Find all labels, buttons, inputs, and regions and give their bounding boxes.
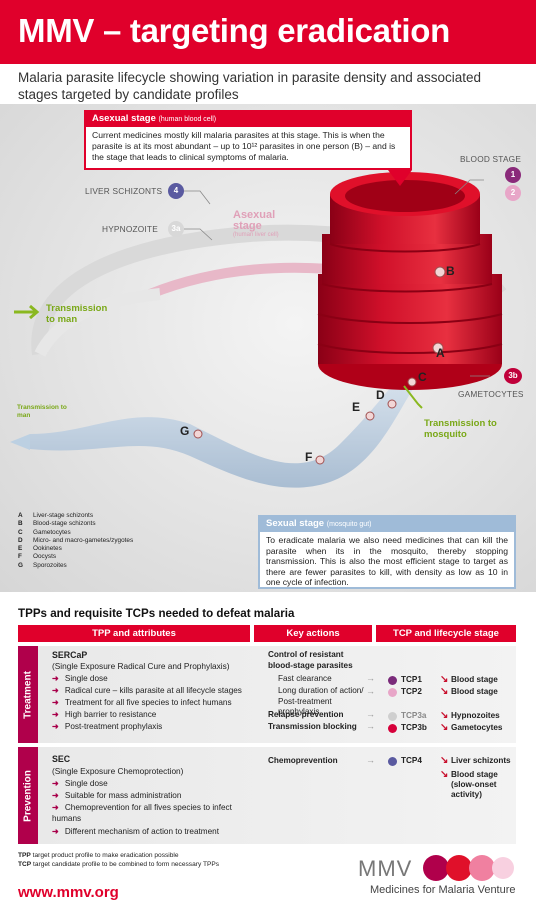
red-arrow-icon: ↘	[440, 710, 449, 721]
sec-name: SEC	[52, 754, 71, 764]
header-tpp: TPP and attributes	[18, 625, 250, 642]
control-resistant-action: Control of resistant blood-stage parasit…	[268, 650, 353, 670]
prevention-row	[38, 747, 516, 844]
red-arrow-icon: ↘	[440, 674, 449, 685]
relapse-prevention-action: Relapse prevention	[268, 710, 344, 719]
sec-bullet: ➜Suitable for mass administration	[52, 791, 182, 800]
blood-stage-label: BLOOD STAGE	[460, 154, 522, 164]
header-key-actions: Key actions	[254, 625, 372, 642]
page-subtitle: Malaria parasite lifecycle showing varia…	[18, 70, 481, 102]
letter-f: F	[305, 450, 313, 464]
sercap-name: SERCaP	[52, 650, 88, 660]
tcp3b-dot	[388, 724, 397, 733]
tcp3a-label: TCP3a	[401, 711, 427, 720]
logo-circle-icon	[492, 857, 514, 879]
mosquito-track	[30, 369, 420, 488]
tcp4-label: TCP4	[401, 756, 422, 765]
asexual-stage-callout: Asexual stage (human blood cell) Current…	[84, 110, 412, 170]
header-tcp: TCP and lifecycle stage	[376, 625, 516, 642]
transmission-to-man-small-label: Transmission to man	[17, 404, 67, 419]
sec-subtitle: (Single Exposure Chemoprotection)	[52, 766, 184, 776]
tcp4-stage: Liver schizonts	[451, 756, 511, 765]
liver-schizonts-label: LIVER SCHIZONTS	[85, 186, 163, 196]
tcp4-stage-2: Blood stage (slow-onset activity)	[451, 770, 498, 799]
sexual-stage-callout: Sexual stage (mosquito gut) To eradicate…	[258, 515, 516, 589]
hypnozoite-label: HYPNOZOITE	[102, 224, 158, 234]
treatment-side-label: Treatment	[18, 646, 38, 743]
transmission-to-mosquito-label: Transmission to mosquito	[424, 418, 497, 440]
tcp2-stage: Blood stage	[451, 687, 498, 696]
tcp1-stage: Blood stage	[451, 675, 498, 684]
letter-c: C	[418, 370, 427, 384]
tcp3a-dot	[388, 712, 397, 721]
arrow-icon: →	[366, 755, 375, 765]
sercap-bullet: ➜Treatment for all five species to infec…	[52, 698, 232, 707]
letter-d: D	[376, 388, 385, 402]
red-arrow-icon: ↘	[440, 686, 449, 697]
chemoprevention-action: Chemoprevention	[268, 756, 338, 765]
logo-circle-icon	[446, 855, 472, 881]
arrow-icon: →	[366, 686, 375, 696]
tcp4-dot	[388, 757, 397, 766]
tcp3b-stage: Gametocytes	[451, 723, 503, 732]
sec-bullet: ➜Different mechanism of action to treatm…	[52, 827, 219, 836]
transmission-blocking-action: Transmission blocking	[268, 722, 357, 731]
hypnozoite-number-badge: 3a	[168, 221, 184, 237]
sexual-callout-body: To eradicate malaria we also need medici…	[266, 535, 508, 587]
tcp3b-label: TCP3b	[401, 723, 427, 732]
letter-e: E	[352, 400, 361, 414]
tcp3a-stage: Hypnozoites	[451, 711, 500, 720]
arrow-icon: →	[366, 673, 375, 683]
asexual-callout-body: Current medicines mostly kill malaria pa…	[92, 130, 396, 162]
logo-circle-icon	[469, 855, 495, 881]
lifecycle-illustration	[10, 170, 507, 488]
fast-clearance-action: Fast clearance	[278, 674, 332, 683]
liver-number-badge: 4	[168, 183, 184, 199]
blood-number-badge-2: 2	[505, 185, 521, 201]
transmission-to-man-label: Transmission to man	[46, 303, 108, 325]
table-section-title: TPPs and requisite TCPs needed to defeat…	[18, 607, 295, 620]
tower-hole	[345, 180, 465, 212]
letter-b: B	[446, 264, 455, 278]
mmv-logo-text: MMV	[358, 856, 413, 881]
liver-ring-segment	[148, 262, 331, 299]
arrow-head	[10, 434, 30, 450]
footnotes: TPP target product profile to make eradi…	[18, 852, 220, 868]
letter-a: A	[436, 346, 445, 360]
website-link[interactable]: www.mmv.org	[18, 884, 119, 901]
blood-number-badge-1: 1	[505, 167, 521, 183]
sercap-subtitle: (Single Exposure Radical Cure and Prophy…	[52, 661, 230, 671]
prevention-side-label: Prevention	[18, 747, 38, 844]
tcp2-dot	[388, 688, 397, 697]
arrow-icon: →	[366, 721, 375, 731]
title-banner: MMV – targeting eradication	[0, 0, 536, 64]
sec-bullet: ➜Chemoprevention for all fives species t…	[52, 803, 232, 823]
sec-bullet: ➜Single dose	[52, 779, 108, 788]
ring-stairs	[34, 288, 161, 357]
sercap-bullet: ➜Single dose	[52, 674, 108, 683]
long-duration-action: Long duration of action/ Post-treatment …	[278, 686, 364, 716]
gametocytes-label: GAMETOCYTES	[458, 389, 524, 399]
red-arrow-icon: ↘	[440, 722, 449, 733]
logo-circle-icon	[423, 855, 449, 881]
sercap-bullet: ➜Post-treatment prophylaxis	[52, 722, 163, 731]
asexual-callout-header: Asexual stage (human blood cell)	[86, 112, 410, 127]
letter-g: G	[180, 424, 190, 438]
sercap-bullet: ➜High barrier to resistance	[52, 710, 157, 719]
red-arrow-icon: ↘	[440, 755, 449, 766]
tcp1-label: TCP1	[401, 675, 422, 684]
tcp1-dot	[388, 676, 397, 685]
page-title: MMV – targeting eradication	[18, 12, 450, 49]
arrow-icon: →	[366, 709, 375, 719]
asexual-liver-label: Asexual stage (human liver cell)	[233, 209, 279, 239]
tcp2-label: TCP2	[401, 687, 422, 696]
sercap-bullet: ➜Radical cure – kills parasite at all li…	[52, 686, 242, 695]
organization-name: Medicines for Malaria Venture	[370, 884, 516, 896]
sexual-callout-header: Sexual stage (mosquito gut)	[260, 517, 514, 532]
red-arrow-icon: ↘	[440, 769, 449, 780]
lifecycle-diagram	[0, 104, 536, 592]
treatment-row	[38, 646, 516, 743]
gametocytes-number-badge: 3b	[504, 368, 522, 384]
